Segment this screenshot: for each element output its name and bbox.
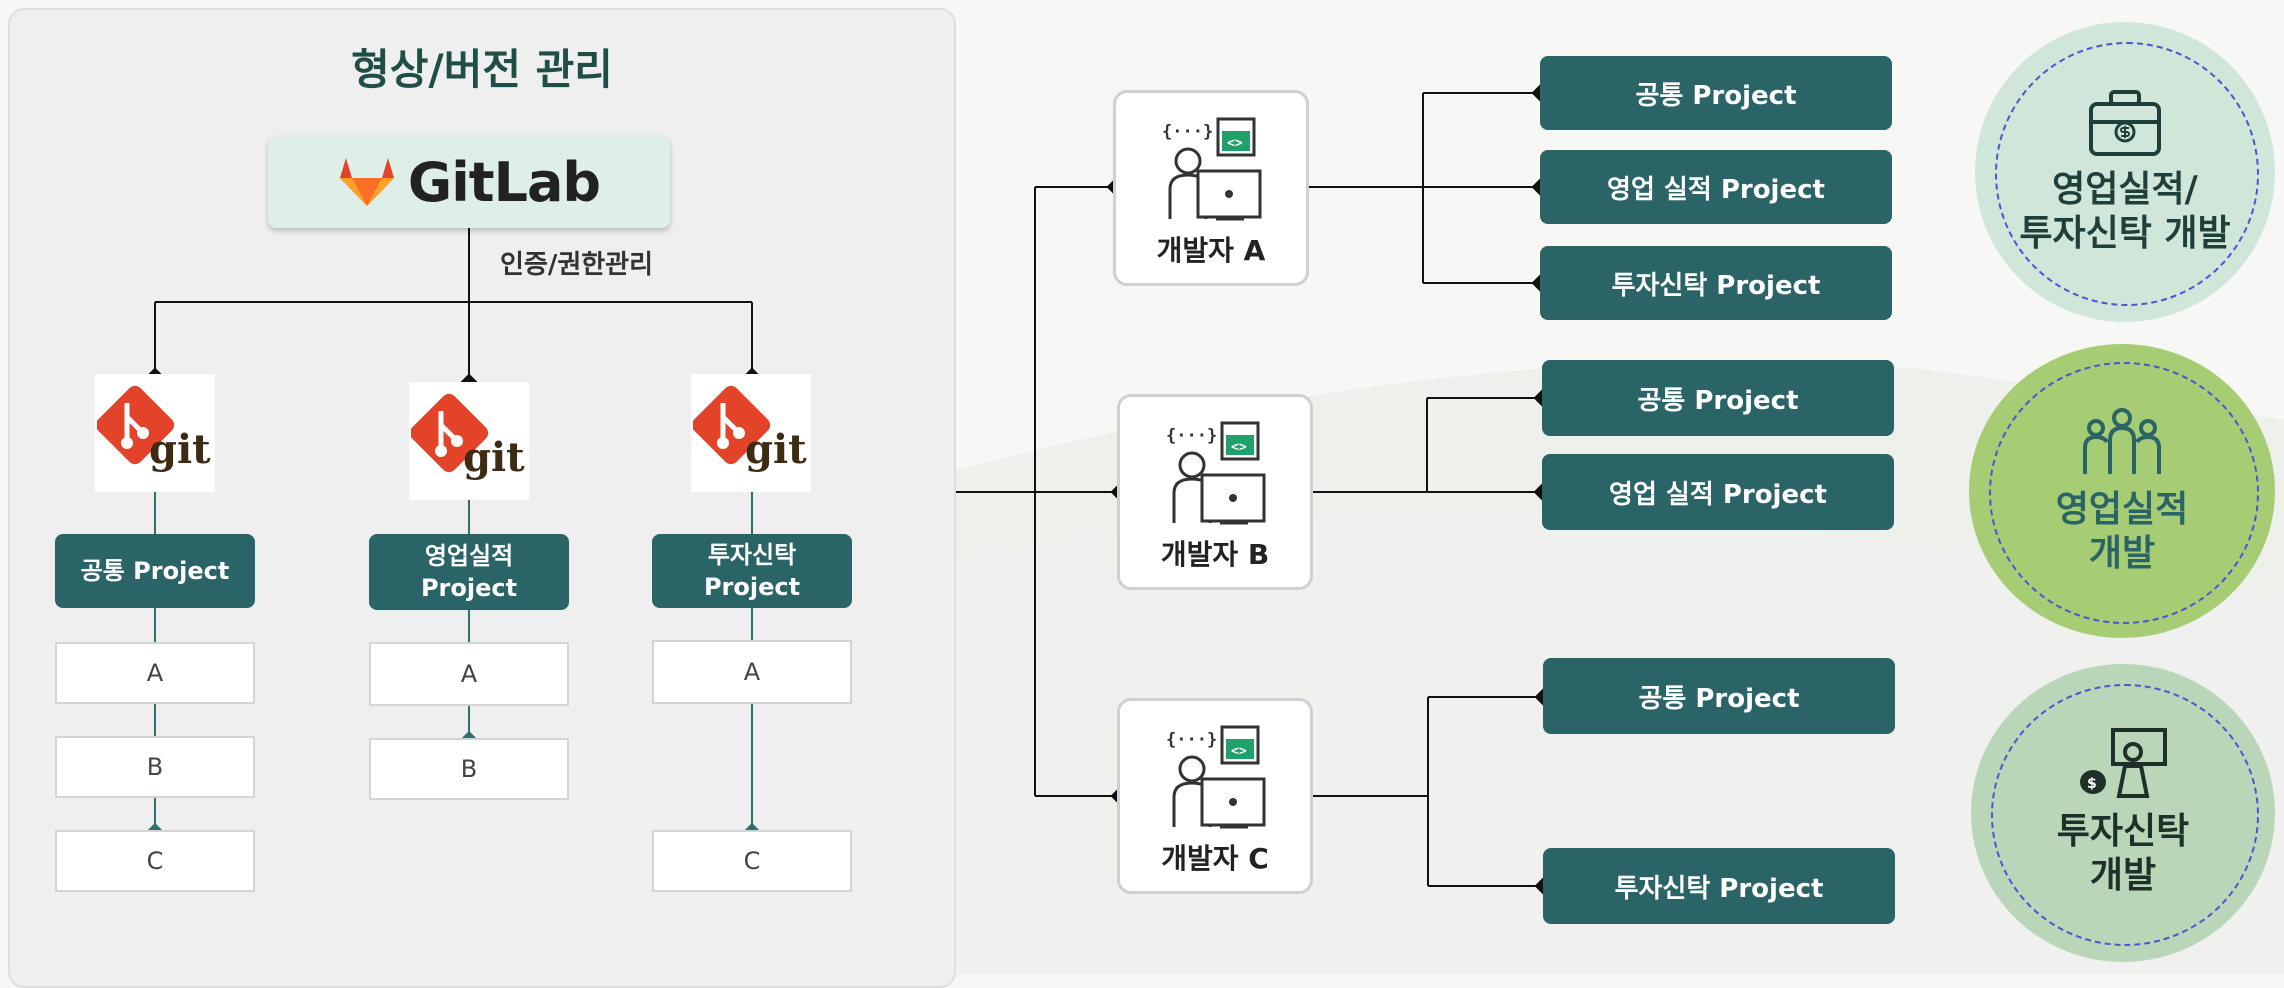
- developer-label: 개발자 A: [1156, 234, 1266, 267]
- role-circle-sales-trust: 영업실적/ 투자신탁 개발: [1975, 22, 2275, 322]
- branch-box: C: [652, 830, 852, 892]
- svg-text:git: git: [745, 426, 807, 473]
- branch-box: B: [55, 736, 255, 798]
- developer-computer-icon: {···} <>: [1166, 421, 1266, 525]
- repo-project-sales: 영업실적 Project: [369, 534, 569, 610]
- developer-computer-icon: {···} <>: [1162, 117, 1262, 221]
- repo-project-trust: 투자신탁 Project: [652, 534, 852, 608]
- auth-label: 인증/권한관리: [500, 250, 654, 280]
- dev-a-project-trust: 투자신탁 Project: [1540, 246, 1892, 320]
- role-circle-sales: 영업실적 개발: [1969, 344, 2275, 638]
- svg-text:<>: <>: [1231, 440, 1247, 455]
- circle-dashed-ring: [1995, 42, 2259, 306]
- svg-text:<>: <>: [1231, 744, 1247, 759]
- svg-text:{···}: {···}: [1166, 730, 1217, 750]
- svg-text:$: $: [2087, 776, 2097, 792]
- svg-text:git: git: [463, 434, 525, 481]
- developer-card-a: {···} <> 개발자 A: [1113, 90, 1309, 286]
- dev-b-project-sales: 영업 실적 Project: [1542, 454, 1894, 530]
- developer-label: 개발자 C: [1161, 842, 1269, 875]
- branch-box: A: [652, 640, 852, 704]
- developer-computer-icon: {···} <>: [1166, 725, 1266, 829]
- gitlab-label: GitLab: [407, 150, 601, 214]
- svg-text:git: git: [149, 426, 211, 473]
- toolbox-dollar-icon: [2089, 90, 2161, 156]
- circle-label: 투자신탁 개발: [2056, 811, 2190, 896]
- gitlab-box: GitLab: [268, 136, 670, 228]
- developer-label: 개발자 B: [1160, 538, 1270, 571]
- dev-a-project-sales: 영업 실적 Project: [1540, 150, 1892, 224]
- branch-box: A: [369, 642, 569, 706]
- branch-box: C: [55, 830, 255, 892]
- panel-title: 형상/버전 관리: [351, 45, 613, 94]
- developer-card-c: {···} <> 개발자 C: [1117, 698, 1313, 894]
- dev-c-project-common: 공통 Project: [1543, 658, 1895, 734]
- git-icon: git: [97, 385, 211, 473]
- developer-card-b: {···} <> 개발자 B: [1117, 394, 1313, 590]
- git-logo-common: git: [95, 374, 215, 492]
- git-icon: git: [411, 393, 525, 481]
- git-logo-trust: git: [691, 374, 811, 492]
- git-logo-sales: git: [409, 382, 529, 500]
- git-icon: git: [693, 385, 807, 473]
- svg-text:<>: <>: [1227, 136, 1243, 151]
- repo-project-common: 공통 Project: [55, 534, 255, 608]
- role-circle-trust: $ 투자신탁 개발: [1971, 664, 2275, 962]
- dev-a-project-common: 공통 Project: [1540, 56, 1892, 130]
- svg-text:{···}: {···}: [1166, 426, 1217, 446]
- dev-c-project-trust: 투자신탁 Project: [1543, 848, 1895, 924]
- branch-box: B: [369, 738, 569, 800]
- svg-text:{···}: {···}: [1162, 122, 1213, 142]
- branch-box: A: [55, 642, 255, 704]
- circle-label: 영업실적/ 투자신탁 개발: [2019, 169, 2231, 254]
- circle-dashed-ring: [1991, 684, 2259, 946]
- team-people-icon: [2083, 408, 2161, 474]
- investor-presentation-icon: $: [2080, 728, 2167, 798]
- gitlab-fox-icon: [339, 158, 394, 206]
- dev-b-project-common: 공통 Project: [1542, 360, 1894, 436]
- circle-label: 영업실적 개발: [2055, 489, 2189, 574]
- circle-dashed-ring: [1989, 362, 2259, 624]
